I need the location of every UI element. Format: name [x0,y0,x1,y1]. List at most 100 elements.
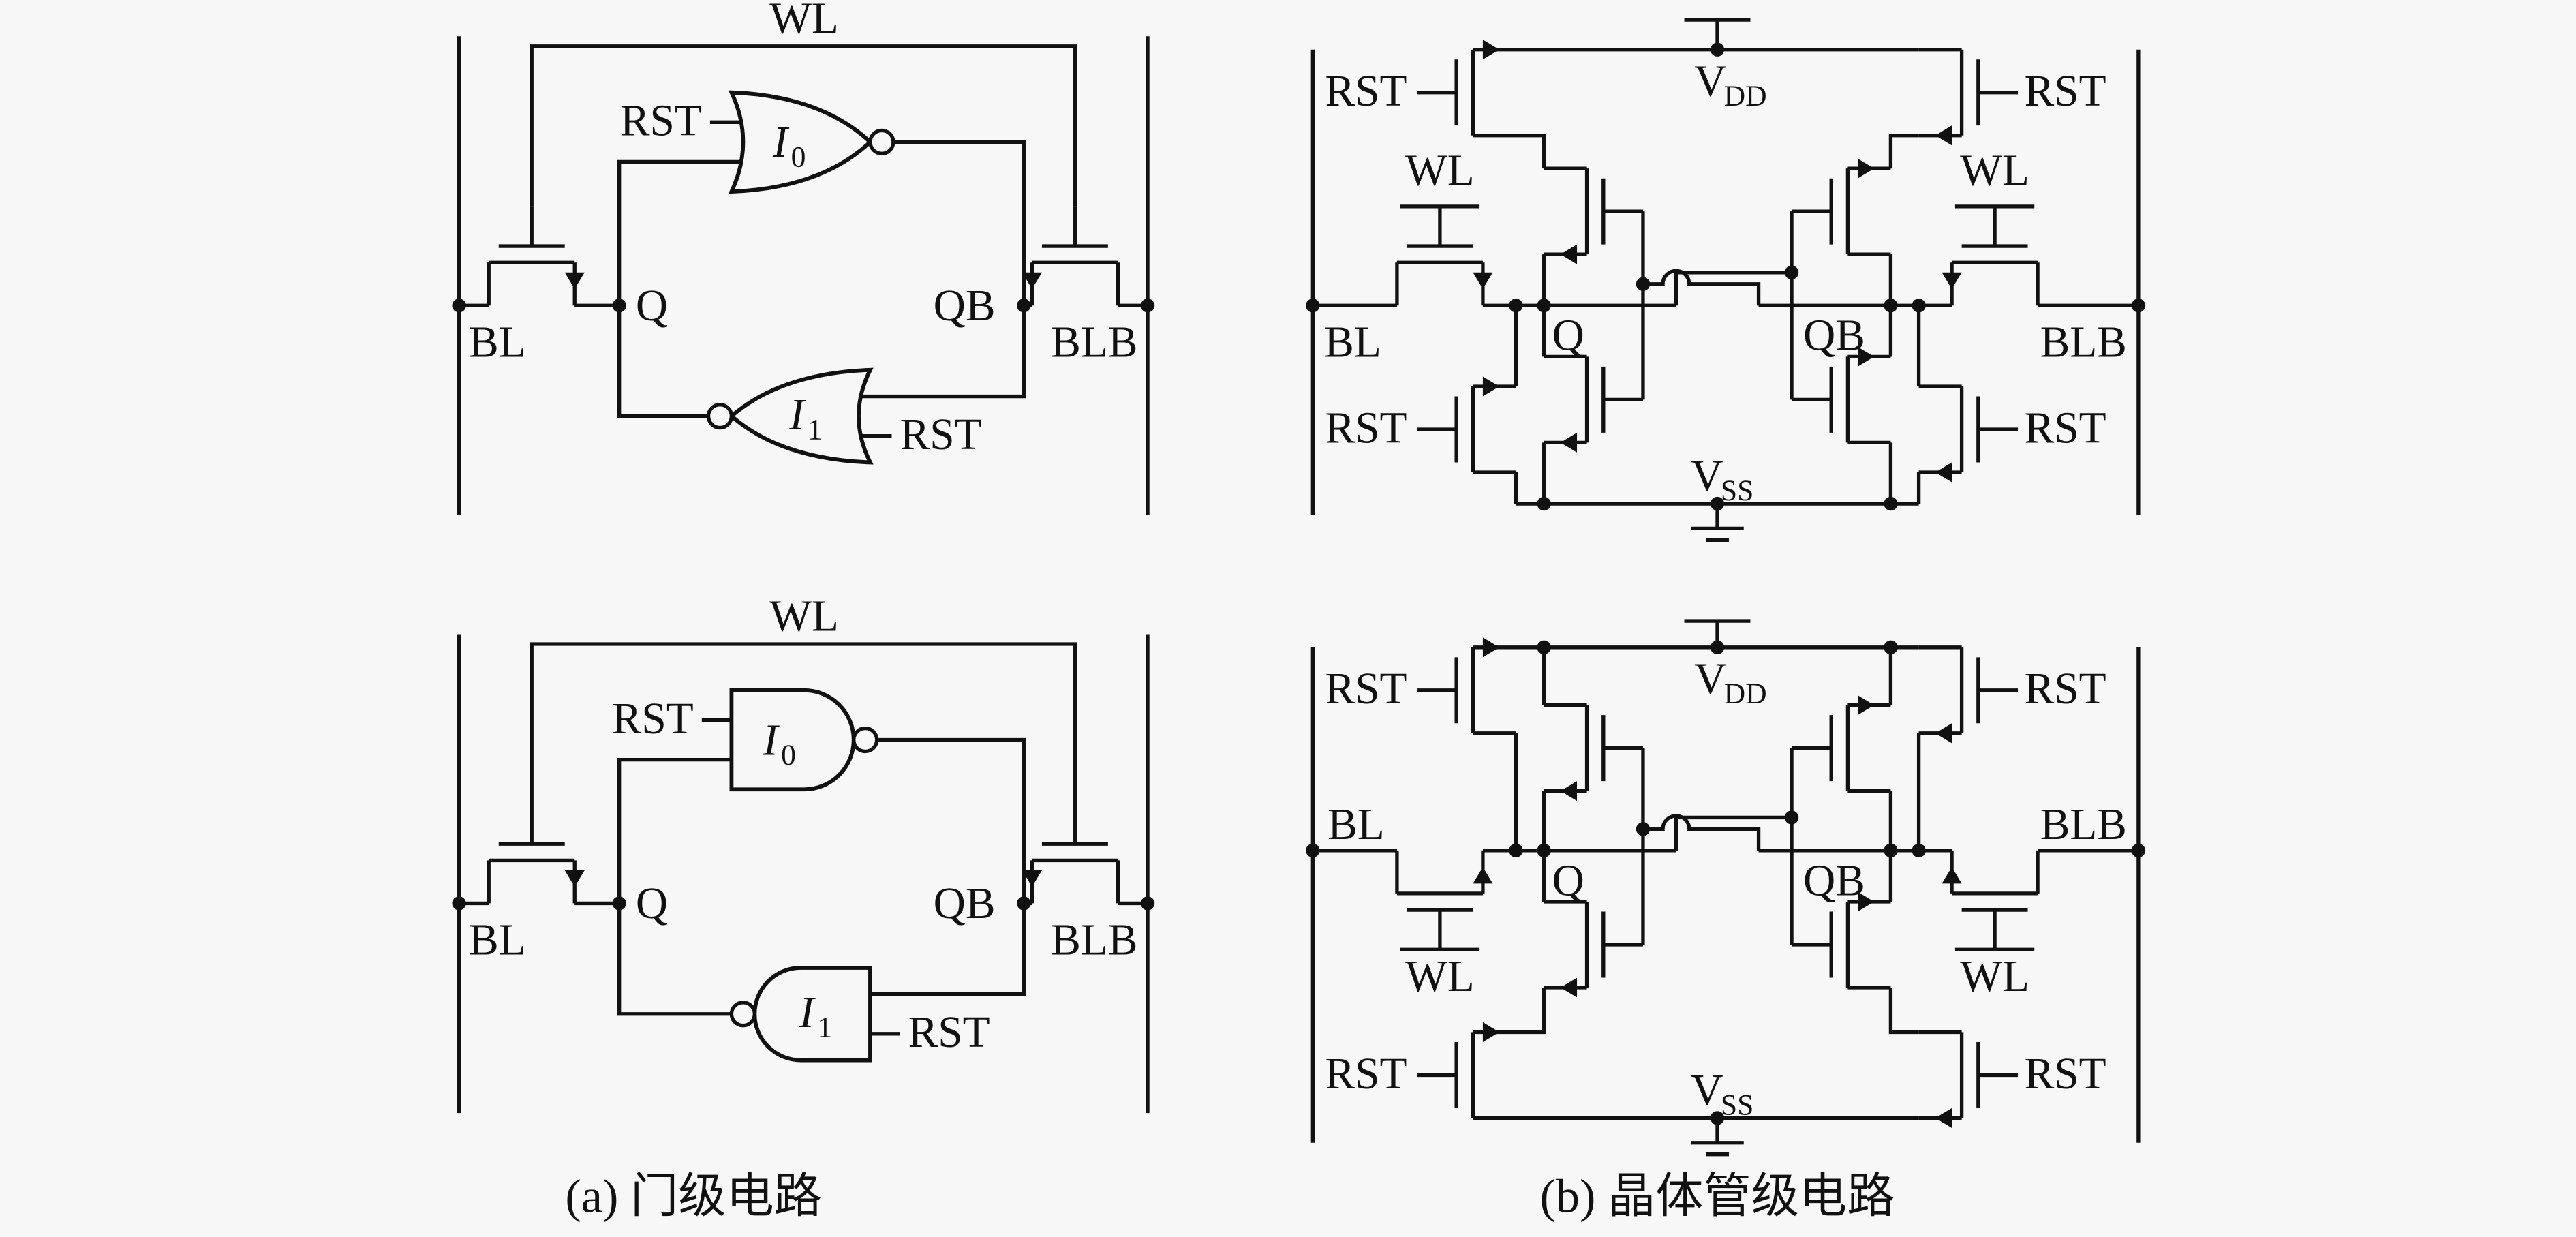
nmos-access-transistor-left [489,207,585,305]
wl-label: WL [769,592,839,641]
junction-dot [1710,496,1725,511]
blb-label: BLB [1051,318,1137,367]
rst-label: RST [2025,665,2106,714]
vss-subscript: SS [1721,1089,1754,1122]
junction-dot [1912,299,1926,313]
pmos-access-transistor-right [1942,851,2038,949]
vss-label: V [1691,452,1723,501]
vdd-subscript: DD [1724,677,1767,710]
junction-dot [1537,496,1551,511]
wl-label: WL [1960,952,2029,1001]
junction-dot [452,896,466,911]
pmos-reset-transistor-top-left [1417,40,1516,136]
qb-node-label: QB [934,281,996,331]
transistor-level-nor-circuit: RST RST V DD WL WL BL BLB Q QB RST RST V… [1306,18,2146,543]
nmos-access-transistor-right [1022,804,1118,903]
pmos-reset-transistor-top-right [1919,647,2018,744]
bl-label: BL [1328,800,1385,849]
qb-node-label: QB [934,879,996,928]
junction-dot [1537,299,1551,313]
vdd-label: V [1694,655,1726,704]
qb-node-label: QB [1803,311,1865,361]
inverter-i0-label: I [762,716,780,765]
junction-dot [1636,822,1651,836]
nmos-reset-transistor-bottom-left [1417,376,1516,472]
junction-dot [1017,896,1031,911]
pmos-pullup-right [1792,695,1890,791]
rst-label: RST [620,97,702,146]
vdd-label: V [1694,57,1726,106]
blb-label: BLB [1051,916,1137,965]
junction-dot [1884,299,1898,313]
nmos-reset-transistor-bottom-right [1919,386,2018,483]
wires [1313,134,2138,504]
rst-label: RST [2025,403,2106,453]
pmos-pullup-right [1792,159,1890,255]
rst-label: RST [2025,67,2106,116]
rst-label: RST [2025,1050,2106,1099]
qb-node-label: QB [1803,856,1865,905]
nmos-reset-transistor-bottom-left [1417,1022,1516,1118]
nmos-pulldown-left [1544,902,1643,998]
nmos-access-transistor-right [1942,207,2038,305]
junction-dot [1140,896,1155,911]
junction-dot [2131,843,2146,858]
inverter-i1-label: I [799,988,816,1037]
nmos-pulldown-right [1792,891,1890,988]
bl-label: BL [469,916,526,965]
junction-dot [612,299,626,313]
blb-label: BLB [2040,318,2127,367]
nmos-reset-transistor-bottom-right [1919,1032,2018,1128]
bitline-rails [1310,647,2141,1143]
inversion-bubble [706,402,734,430]
vss-subscript: SS [1721,474,1754,507]
junction-dot [1710,1111,1725,1125]
inversion-bubble [868,128,895,156]
pmos-pullup-left [1544,168,1643,264]
junction-dot [1884,496,1898,511]
gate-level-nand-circuit: WL RST I 0 Q QB I 1 RST BL BLB [452,592,1155,1114]
nmos-pulldown-left [1544,356,1643,453]
nmos-pulldown-right [1792,347,1890,443]
nmos-access-transistor-right [1022,207,1118,305]
junction-dot [1884,640,1898,655]
nmos-access-transistor-left [489,804,585,903]
inverter-i1-subscript: 1 [817,1011,832,1044]
inversion-bubble [729,1001,757,1028]
pmos-reset-transistor-top-left [1417,637,1516,733]
junction-dot [1509,299,1523,313]
bitline-rails [1310,49,2141,515]
wl-label: WL [1405,952,1475,1001]
caption-b: (b) 晶体管级电路 [1540,1170,1895,1223]
junction-dot [1537,640,1551,655]
junction-dot [1017,299,1031,313]
junction-dot [1306,843,1320,858]
junction-dots [452,896,1155,911]
nor-gate-i0 [728,90,874,194]
rst-label: RST [1325,403,1407,453]
rst-label: RST [612,694,694,744]
bl-label: BL [469,318,526,367]
inversion-bubble [852,726,879,754]
junction-dot [1710,640,1725,655]
rst-label: RST [1325,1050,1407,1099]
q-node-label: Q [636,281,668,331]
junction-dot [2131,299,2146,313]
pmos-pullup-left [1544,705,1643,801]
vdd-subscript: DD [1724,80,1767,112]
inverter-i1-subscript: 1 [808,414,823,446]
pmos-access-transistor-left [1397,851,1493,949]
wl-label: WL [1405,146,1475,195]
junction-dot [1784,810,1799,825]
bitline-rails [457,36,1150,515]
junction-dot [612,896,626,911]
pmos-reset-transistor-top-right [1919,50,2018,146]
gate-level-nor-circuit: WL RST I 0 Q QB I 1 RST BL BLB [452,0,1155,515]
rst-label: RST [1325,665,1407,714]
bitline-rails [457,634,1150,1114]
rst-label: RST [900,410,982,459]
junction-dots [452,299,1155,313]
nor-gate-i1 [728,367,874,465]
junction-dot [1537,843,1551,858]
